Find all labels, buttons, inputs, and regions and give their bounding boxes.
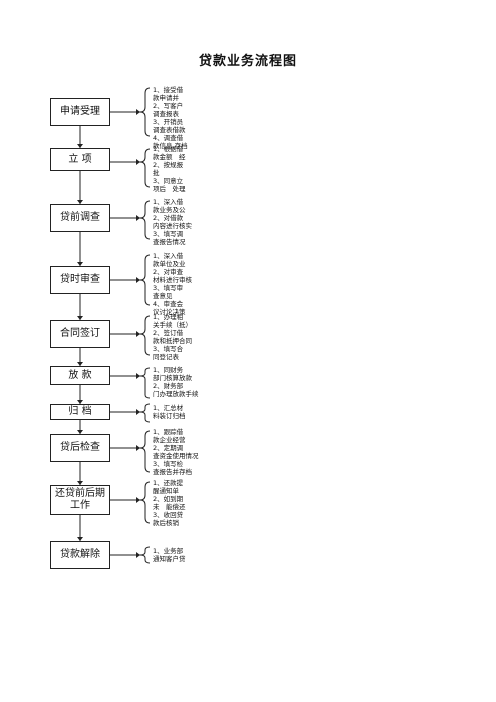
- step-label: 归 档: [68, 406, 92, 417]
- step-notes: 1、汇总材 料装订归档: [153, 404, 213, 420]
- step-notes: 1、还款提 醒通知单 2、如到期 未 能偿还 3、收回贷 款后核销: [153, 479, 213, 527]
- step-label: 贷款解除: [60, 549, 100, 560]
- note-line: 2、定期调: [153, 444, 184, 452]
- step-notes: 1、深入借 款业务及公 2、对借款 内容进行核实 3、填写调 查报告情况: [153, 198, 213, 246]
- note-line: 醒通知单: [153, 487, 179, 495]
- note-line: 门办理放款手续: [153, 390, 199, 398]
- note-line: 关手续（抵）: [153, 321, 192, 329]
- step-post-loan-inspection: 贷后检查: [50, 434, 110, 462]
- note-line: 2、如到期: [153, 495, 184, 503]
- step-notes: 1、跟踪借 款企业经营 2、定期调 查资金使用情况 3、填写检 查报告并存档: [153, 428, 213, 476]
- note-line: 3、开销员: [153, 118, 184, 126]
- step-notes: 1、根据借 款金额 经 2、按规报 批 3、同意立 项后 处理: [153, 145, 213, 193]
- step-notes: 1、深入借 款单位及业 2、对审查 材料进行审核 3、填写审 查意见 4、审查会…: [153, 252, 213, 316]
- note-line: 2、签订借: [153, 329, 184, 337]
- note-line: 部门核算放款: [153, 374, 192, 382]
- note-line: 1、接受借: [153, 86, 184, 94]
- brace-10: [139, 546, 151, 564]
- note-line: 1、跟踪借: [153, 428, 184, 436]
- brace-7: [139, 403, 151, 423]
- note-line: 款申请并: [153, 94, 179, 102]
- step-label: 放 款: [68, 369, 92, 381]
- note-line: 1、办理相: [153, 313, 184, 321]
- step-notes: 1、办理相 关手续（抵） 2、签订借 款和抵押合同 3、填写合 同登记表: [153, 313, 213, 361]
- note-line: 项后 处理: [153, 185, 186, 193]
- note-line: 2、对审查: [153, 268, 184, 276]
- brace-3: [139, 200, 151, 240]
- step-label: 还贷前后期工作: [55, 488, 105, 511]
- brace-8: [139, 430, 151, 473]
- brace-4: [139, 254, 151, 306]
- note-line: 款金额 经: [153, 153, 186, 161]
- note-line: 材料进行审核: [153, 276, 192, 284]
- step-label: 立 项: [68, 153, 92, 165]
- note-line: 议讨论决策: [153, 308, 186, 316]
- note-line: 2、写客户: [153, 102, 184, 110]
- step-loan-review: 贷时审查: [50, 266, 110, 294]
- step-notes: 1、接受借 款申请并 2、写客户 调查报表 3、开销员 调查表借款 4、调查借 …: [153, 86, 213, 150]
- step-contract-signing: 合同签订: [50, 320, 110, 348]
- step-label: 贷时审查: [60, 274, 100, 285]
- step-loan-release: 贷款解除: [50, 541, 110, 569]
- note-line: 1、还款提: [153, 479, 184, 487]
- note-line: 通知客户贷: [153, 555, 186, 563]
- note-line: 4、调查借: [153, 134, 184, 142]
- step-pre-loan-investigation: 贷前调查: [50, 204, 110, 232]
- note-line: 款单位及业: [153, 260, 186, 268]
- note-line: 1、根据借: [153, 145, 184, 153]
- note-line: 款业务及公: [153, 206, 186, 214]
- note-line: 未 能偿还: [153, 503, 186, 511]
- note-line: 查资金使用情况: [153, 452, 199, 460]
- note-line: 3、收回贷: [153, 511, 184, 519]
- note-line: 1、同财务: [153, 366, 184, 374]
- note-line: 4、审查会: [153, 300, 184, 308]
- step-project-approval: 立 项: [50, 148, 110, 171]
- note-line: 调查报表: [153, 110, 179, 118]
- note-line: 2、按规报: [153, 161, 184, 169]
- note-line: 2、对借款: [153, 214, 184, 222]
- brace-9: [139, 481, 151, 524]
- note-line: 批: [153, 169, 160, 177]
- note-line: 调查表借款: [153, 126, 186, 134]
- page-title: 贷款业务流程图: [198, 54, 297, 69]
- step-label: 贷前调查: [60, 212, 100, 223]
- note-line: 1、业务部: [153, 547, 184, 555]
- step-repayment-work: 还贷前后期工作: [50, 485, 110, 515]
- note-line: 料装订归档: [153, 412, 186, 420]
- note-line: 3、填写审: [153, 284, 184, 292]
- note-line: 款和抵押合同: [153, 337, 192, 345]
- brace-6: [139, 367, 151, 399]
- step-label: 合同签订: [60, 328, 100, 339]
- note-line: 查报告并存档: [153, 468, 192, 476]
- note-line: 内容进行核实: [153, 222, 192, 230]
- brace-2: [139, 148, 151, 188]
- step-archiving: 归 档: [50, 404, 110, 420]
- note-line: 3、填写合: [153, 345, 184, 353]
- note-line: 1、深入借: [153, 252, 184, 260]
- note-line: 款后核销: [153, 519, 179, 527]
- step-disbursement: 放 款: [50, 366, 110, 385]
- note-line: 3、填写检: [153, 460, 184, 468]
- brace-5: [139, 315, 151, 356]
- step-label: 申请受理: [60, 106, 100, 117]
- note-line: 款企业经营: [153, 436, 186, 444]
- note-line: 款信息,存档: [153, 142, 188, 150]
- note-line: 1、汇总材: [153, 404, 184, 412]
- brace-1: [139, 87, 151, 137]
- note-line: 查意见: [153, 292, 173, 300]
- step-notes: 1、业务部 通知客户贷: [153, 547, 213, 563]
- step-notes: 1、同财务 部门核算放款 2、财务部 门办理放款手续: [153, 366, 213, 398]
- note-line: 同登记表: [153, 353, 179, 361]
- note-line: 3、填写调: [153, 230, 184, 238]
- step-application-acceptance: 申请受理: [50, 98, 110, 126]
- note-line: 查报告情况: [153, 238, 186, 246]
- note-line: 3、同意立: [153, 177, 184, 185]
- note-line: 1、深入借: [153, 198, 184, 206]
- step-label: 贷后检查: [60, 442, 100, 453]
- note-line: 2、财务部: [153, 382, 184, 390]
